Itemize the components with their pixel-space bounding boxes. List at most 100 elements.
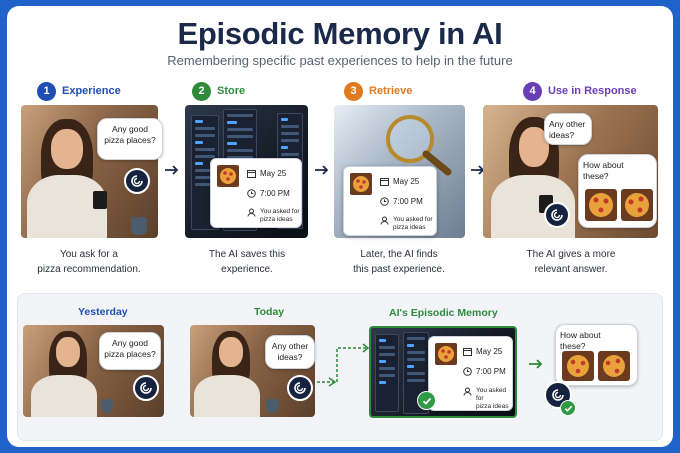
ai-logo-icon bbox=[544, 202, 570, 228]
woman-sweater bbox=[31, 375, 97, 417]
pizza-icon bbox=[621, 189, 653, 221]
note-line: You asked for bbox=[476, 387, 507, 402]
note-line: pizza ideas bbox=[393, 223, 426, 231]
woman-face bbox=[51, 129, 83, 169]
bubble-line: these? bbox=[560, 340, 586, 351]
note-line: You asked for bbox=[393, 216, 433, 223]
bubble-line: ideas? bbox=[277, 351, 303, 362]
memory-time-row: 7:00 PM bbox=[463, 367, 506, 376]
magnifier-icon bbox=[386, 115, 452, 176]
speech-bubble-pizza: Any good pizza places? bbox=[97, 118, 163, 160]
step-2-label: Store bbox=[217, 85, 246, 97]
speech-bubble-other-ideas: Any other ideas? bbox=[265, 335, 315, 369]
bubble-line: these? bbox=[583, 170, 609, 181]
memory-time: 7:00 PM bbox=[393, 197, 423, 206]
bubble-line: pizza places? bbox=[104, 348, 156, 359]
step-3-number: 3 bbox=[344, 81, 363, 101]
caption-line: this past experience. bbox=[353, 264, 445, 275]
clock-icon bbox=[463, 367, 472, 376]
caption-line: relevant answer. bbox=[534, 264, 608, 275]
woman-face bbox=[219, 337, 243, 367]
ai-logo-icon bbox=[287, 375, 313, 401]
arrow-right-icon bbox=[315, 165, 329, 175]
calendar-icon bbox=[463, 348, 472, 356]
caption-line: The AI saves this bbox=[208, 249, 286, 260]
ai-logo-icon bbox=[133, 375, 159, 401]
memory-date-row: May 25 bbox=[380, 177, 419, 186]
step-1-header: 1 Experience bbox=[37, 80, 121, 102]
bubble-line: How about bbox=[583, 160, 624, 170]
step-4-caption: The AI gives a more relevant answer. bbox=[501, 247, 641, 277]
memory-date: May 25 bbox=[476, 347, 503, 356]
arrow-right-icon bbox=[529, 359, 543, 369]
server-rack bbox=[375, 334, 399, 412]
caption-line: experience. bbox=[221, 264, 273, 275]
step-2-caption: The AI saves this experience. bbox=[177, 247, 317, 277]
page-subtitle: Remembering specific past experiences to… bbox=[167, 53, 513, 68]
step-2-header: 2 Store bbox=[192, 80, 245, 102]
bubble-line: ideas? bbox=[549, 129, 575, 140]
user-icon bbox=[380, 216, 389, 225]
woman-face bbox=[56, 337, 80, 367]
ai-logo-icon bbox=[124, 168, 150, 194]
speech-bubble-pizza: Any good pizza places? bbox=[99, 332, 161, 370]
step-4-label: Use in Response bbox=[548, 85, 637, 97]
memory-date-row: May 25 bbox=[463, 347, 502, 356]
calendar-icon bbox=[380, 178, 389, 186]
note-line: You asked for bbox=[260, 208, 300, 215]
clock-icon bbox=[380, 197, 389, 206]
memory-title: AI's Episodic Memory bbox=[389, 307, 498, 319]
caption-line: Later, the AI finds bbox=[360, 249, 438, 260]
dashed-arrow-icon bbox=[317, 343, 370, 387]
memory-date-row: May 25 bbox=[247, 169, 286, 178]
step-4-header: 4 Use in Response bbox=[523, 80, 637, 102]
page-title: Episodic Memory in AI bbox=[177, 16, 503, 51]
bubble-line: Any good bbox=[112, 124, 148, 134]
note-line: pizza ideas bbox=[260, 215, 293, 223]
pizza-icon bbox=[217, 165, 239, 187]
memory-date: May 25 bbox=[393, 177, 420, 186]
mug-icon bbox=[266, 399, 278, 413]
speech-bubble-other-ideas: Any other ideas? bbox=[544, 113, 592, 145]
caption-line: pizza recommendation. bbox=[37, 264, 141, 275]
speech-bubble-how-about: How about these? bbox=[555, 324, 638, 386]
today-label: Today bbox=[254, 306, 285, 318]
bubble-line: pizza places? bbox=[104, 134, 156, 145]
memory-time-row: 7:00 PM bbox=[380, 197, 423, 206]
pizza-icon bbox=[435, 343, 457, 365]
user-icon bbox=[247, 208, 256, 217]
pizza-icon bbox=[585, 189, 617, 221]
step-2-number: 2 bbox=[192, 81, 211, 101]
step-3-label: Retrieve bbox=[369, 85, 413, 97]
pizza-icon bbox=[562, 351, 594, 381]
memory-date: May 25 bbox=[260, 169, 287, 178]
user-icon bbox=[463, 387, 472, 396]
note-line: pizza ideas bbox=[476, 402, 509, 410]
bubble-line: Any other bbox=[549, 119, 586, 129]
caption-line: The AI gives a more bbox=[526, 249, 616, 260]
step-1-label: Experience bbox=[62, 85, 121, 97]
speech-bubble-how-about: How about these? bbox=[578, 154, 657, 228]
mug-icon bbox=[101, 399, 113, 413]
caption-line: You ask for a bbox=[59, 249, 118, 260]
pizza-icon bbox=[350, 173, 372, 195]
step-1-number: 1 bbox=[37, 81, 56, 101]
step-4-number: 4 bbox=[523, 81, 542, 101]
memory-time: 7:00 PM bbox=[476, 367, 506, 376]
bubble-line: How about bbox=[560, 330, 601, 340]
mug-icon bbox=[131, 217, 147, 235]
clock-icon bbox=[247, 189, 256, 198]
check-icon bbox=[417, 391, 436, 410]
pizza-icon bbox=[598, 351, 630, 381]
calendar-icon bbox=[247, 170, 256, 178]
infographic-card: Episodic Memory in AI Remembering specif… bbox=[7, 6, 673, 447]
step-1-caption: You ask for a pizza recommendation. bbox=[19, 247, 159, 277]
